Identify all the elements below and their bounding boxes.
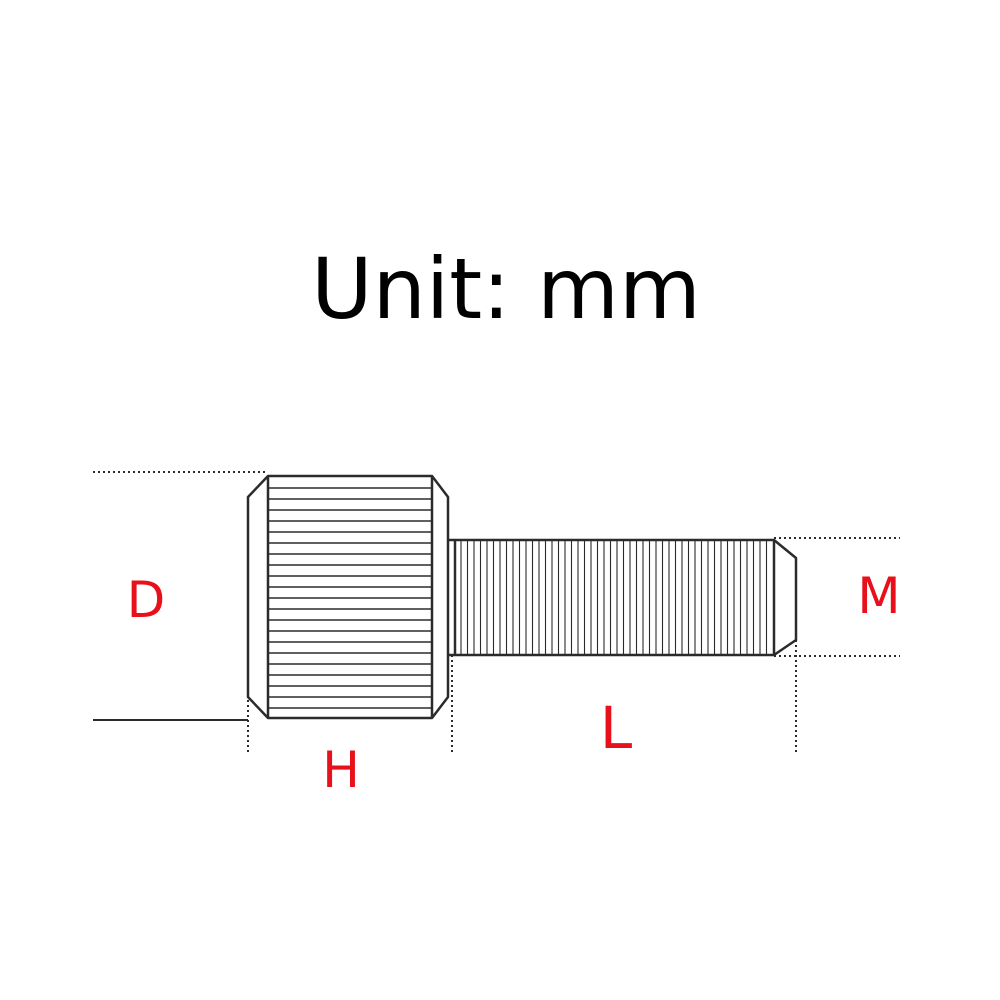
dimension-label-l: L (600, 694, 632, 762)
thread-lines (460, 541, 768, 654)
dimension-label-h: H (322, 741, 360, 799)
head-outline (246, 474, 450, 720)
threaded-shank (448, 538, 798, 657)
knurled-head (246, 474, 450, 720)
dimension-label-d: D (127, 571, 166, 629)
knurl-ridges (268, 487, 432, 709)
dimension-label-m: M (857, 567, 900, 625)
unit-title: Unit: mm (311, 240, 701, 338)
dimension-extension-lines (93, 471, 900, 752)
shank-outline (448, 538, 798, 657)
